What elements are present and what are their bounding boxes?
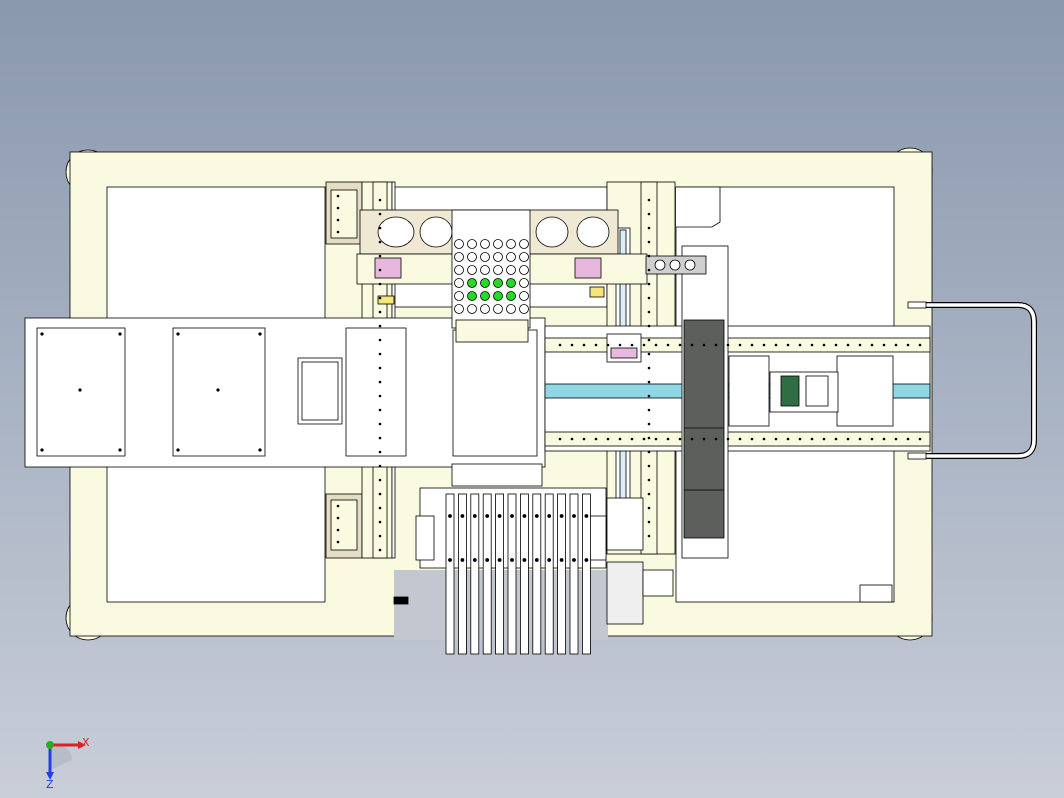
right-handle	[907, 301, 1037, 460]
nozzle	[493, 265, 503, 275]
nozzle	[493, 291, 503, 301]
feeder-finger	[495, 493, 505, 655]
nozzle	[454, 304, 464, 314]
nozzle	[467, 265, 477, 275]
nozzle	[480, 304, 490, 314]
feeder-finger	[544, 493, 554, 655]
lower-motor	[393, 497, 674, 625]
feeder-fingers	[445, 493, 591, 655]
feeder-finger	[520, 493, 529, 655]
nozzle	[519, 265, 529, 275]
axis-x-label: X	[82, 736, 90, 749]
feeder-finger	[569, 493, 579, 655]
gantry-plate	[24, 317, 546, 468]
nozzle	[467, 252, 477, 262]
nozzle	[493, 304, 503, 314]
nozzle-head	[451, 209, 531, 343]
feeder-finger	[557, 493, 566, 655]
feeder-finger	[507, 493, 517, 655]
nozzle	[454, 291, 464, 301]
axis-z-label: Z	[46, 778, 54, 791]
nozzle	[454, 278, 464, 288]
nozzle-grid	[454, 239, 529, 314]
nozzle	[519, 252, 529, 262]
nozzle	[506, 265, 516, 275]
nozzle	[519, 239, 529, 249]
nozzle	[506, 291, 516, 301]
nozzle	[480, 239, 490, 249]
nozzle	[506, 304, 516, 314]
nozzle	[519, 291, 529, 301]
right-horizontal-rail	[544, 325, 931, 452]
nozzle	[506, 278, 516, 288]
nozzle	[454, 252, 464, 262]
nozzle	[493, 239, 503, 249]
axis-triad: X Z	[46, 736, 90, 791]
feeder-finger	[445, 493, 455, 655]
nozzle	[493, 278, 503, 288]
nozzle	[467, 291, 477, 301]
nozzle	[506, 239, 516, 249]
nozzle	[467, 304, 477, 314]
nozzle	[480, 291, 490, 301]
nozzle	[467, 239, 477, 249]
left-mount-blocks	[325, 181, 363, 559]
nozzle	[519, 304, 529, 314]
dark-motor-block	[681, 245, 729, 559]
pink-slider	[606, 333, 642, 363]
nozzle	[480, 278, 490, 288]
nozzle	[506, 252, 516, 262]
rail-bolts	[40, 194, 922, 552]
nozzle	[454, 239, 464, 249]
nozzle	[454, 265, 464, 275]
feeder-finger	[482, 493, 492, 655]
feeder-finger	[457, 493, 467, 655]
feeder-finger	[582, 493, 591, 655]
nozzle	[467, 278, 477, 288]
nozzle	[480, 252, 490, 262]
nozzle	[480, 265, 490, 275]
nozzle	[493, 252, 503, 262]
nozzle	[519, 278, 529, 288]
feeder-finger	[470, 493, 480, 655]
feeder-finger	[532, 493, 542, 655]
